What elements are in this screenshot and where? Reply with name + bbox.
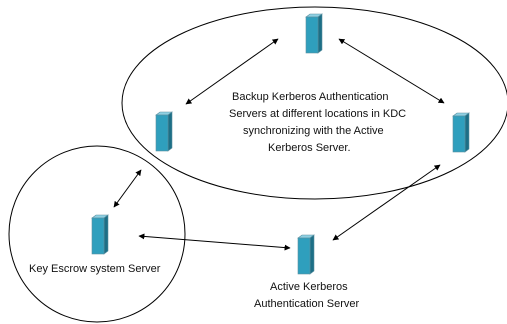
link-top-left: [185, 38, 279, 105]
link-active-right: [332, 164, 441, 241]
active-server-label-line-1: Active Kerberos: [270, 281, 348, 293]
backup-cluster-label-line-1: Backup Kerberos Authentication: [232, 91, 389, 103]
key-escrow-label: Key Escrow system Server: [29, 263, 161, 275]
server-icon-right: [452, 112, 470, 153]
backup-cluster-ellipse: [121, 6, 507, 200]
server-icon-top: [305, 13, 323, 54]
server-icon-escrow: [91, 214, 109, 255]
backup-cluster-label-line-3: synchronizing with the Active: [243, 125, 384, 137]
backup-cluster-label-line-2: Servers at different locations in KDC: [229, 108, 406, 120]
server-icon-left: [155, 111, 173, 152]
backup-cluster-label-line-4: Kerberos Server.: [268, 142, 351, 154]
link-left-escrow: [113, 169, 142, 208]
link-top-right: [338, 38, 445, 104]
active-server-label-line-2: Authentication Server: [254, 298, 360, 310]
server-icon-active: [297, 234, 315, 275]
link-escrow-active: [138, 233, 291, 251]
